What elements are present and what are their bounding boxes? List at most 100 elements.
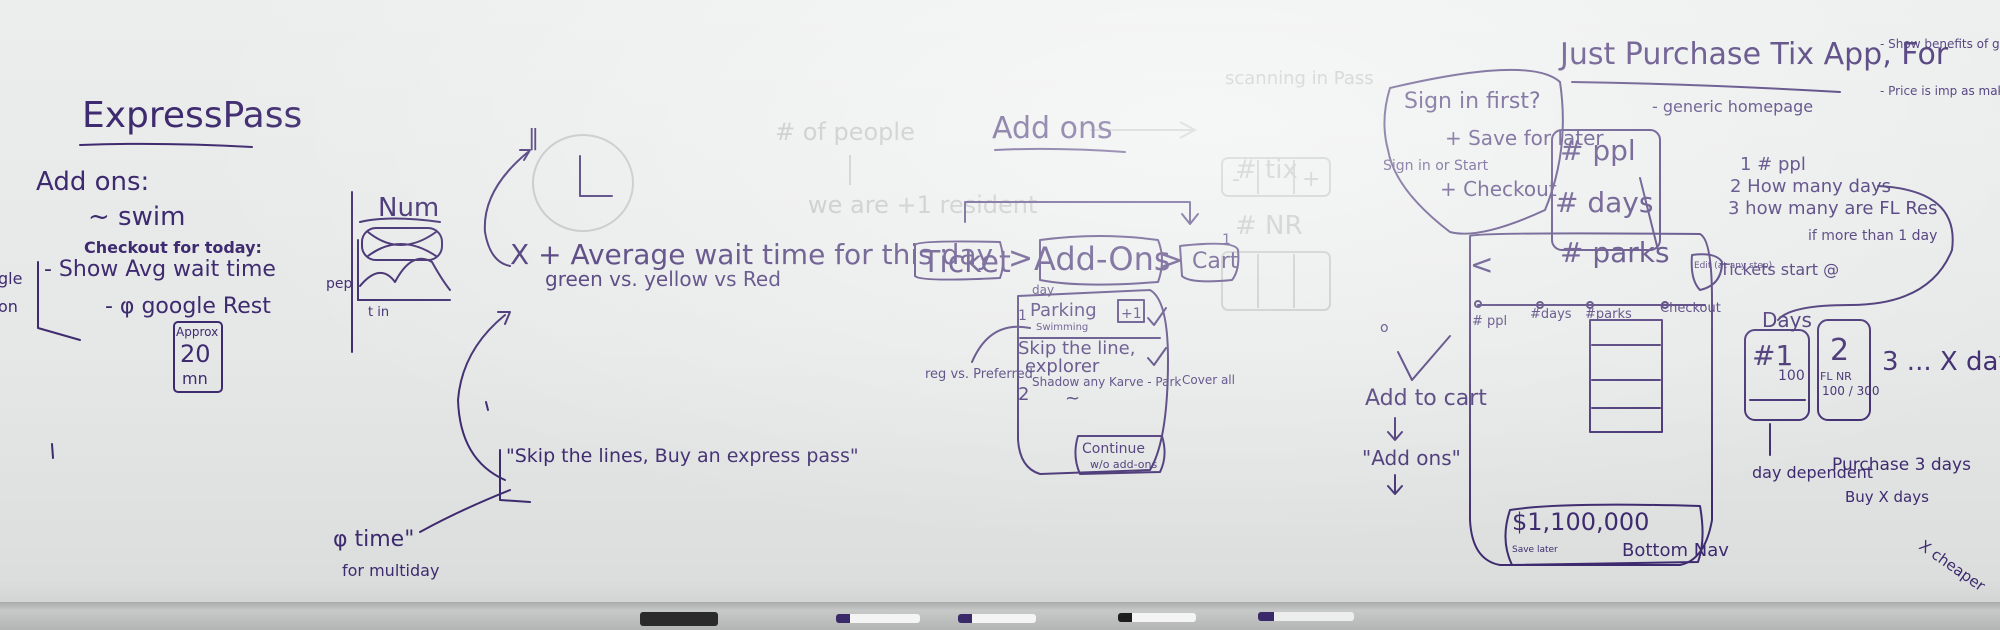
arrow-down <box>1387 474 1403 495</box>
addons-card <box>1017 289 1169 475</box>
arrow-glyph: > <box>1158 243 1183 278</box>
swim-item: ~ swim <box>88 202 185 232</box>
no-addons-label: w/o add-ons <box>1090 458 1158 471</box>
cart-step: Cart <box>1192 249 1239 274</box>
step-dot <box>1586 301 1594 309</box>
title-underline <box>79 142 253 148</box>
faint-tix-stepper <box>1221 157 1331 197</box>
google-rest-note: - φ google Rest <box>105 294 271 319</box>
pointer-arrow <box>971 325 1031 363</box>
card-arrow <box>1639 177 1659 251</box>
marker-pen <box>1118 613 1196 622</box>
edit-bubble <box>1690 253 1723 291</box>
bottom-nav-box <box>1504 503 1704 566</box>
step-dot <box>1474 300 1482 308</box>
step-dot <box>1536 301 1544 309</box>
pointer-stroke <box>1397 335 1451 381</box>
edge-text-bottom: on <box>0 297 18 316</box>
purchase-title: Just Purchase Tix App, For <box>1558 37 1949 72</box>
faint-marks: scanning in Pass we are +1 resident - + … <box>532 68 1374 311</box>
add-to-cart-note: Add to cart <box>1365 386 1487 411</box>
edit-note: Edit (at any step) <box>1694 261 1772 271</box>
swimming-option: Swimming <box>1036 322 1088 333</box>
arrow-glyph: > <box>1008 241 1033 276</box>
arrow-down <box>1387 417 1403 441</box>
step-label: #parks <box>1585 307 1632 322</box>
eraser <box>640 612 718 626</box>
day-dependent-note: day dependent <box>1752 463 1873 482</box>
multiday-note: for multiday <box>342 561 439 580</box>
express-pass-title: ExpressPass <box>82 95 302 136</box>
curved-arrow <box>483 151 529 267</box>
addons-step: Add-Ons <box>1034 240 1171 278</box>
checkout-today-note: Checkout for today: <box>84 238 262 257</box>
option-number: 2 <box>1018 384 1029 405</box>
signin-bubble <box>1383 68 1564 235</box>
faint-resident-note: we are +1 resident <box>808 191 1037 219</box>
back-arrow: < <box>1470 248 1493 281</box>
addons-label: Add ons: <box>36 167 149 197</box>
ink-marks: ExpressPass Add ons: ~ swim Checkout for… <box>0 37 2000 595</box>
show-wait-time-note: - Show Avg wait time <box>44 257 276 282</box>
graph-scribble <box>359 217 441 223</box>
explorer-option: explorer <box>1025 356 1100 377</box>
edge-text-top: gle <box>0 269 22 288</box>
graph-pep-label: pep <box>326 276 353 292</box>
parking-option: Parking <box>1030 300 1097 321</box>
fl-nr-label: FL NR <box>1820 370 1852 383</box>
day-label: day <box>1032 283 1054 297</box>
marker-pen <box>836 614 920 623</box>
ticket-box <box>914 240 1004 281</box>
ticket-step: Ticket <box>921 245 1011 280</box>
flow-connector <box>964 201 1191 223</box>
days-label: # days <box>1555 186 1653 219</box>
wait-minutes-unit: mn <box>182 369 208 388</box>
graph-pill-shape <box>361 227 443 261</box>
tick-marks: ‖ <box>528 126 539 151</box>
phone-inner-panel <box>1589 319 1663 433</box>
circle-glyph: o <box>1380 320 1389 336</box>
day-one-card <box>1744 329 1810 421</box>
bottom-small-note: Save later <box>1512 545 1558 555</box>
graph-time-label: t in <box>368 305 389 320</box>
title-underline <box>1571 81 1841 93</box>
stray-mark <box>485 401 489 411</box>
addons-quote-note: "Add ons" <box>1362 446 1461 470</box>
step-label: # ppl <box>1472 314 1507 329</box>
check-mark <box>1147 347 1167 366</box>
faint-minus: - <box>1232 167 1240 192</box>
option-number: 1 <box>1018 308 1027 324</box>
right-notes: Just Purchase Tix App, For - generic hom… <box>1558 37 2000 595</box>
signin-area: Sign in first? Sign in or Start + Save f… <box>1362 68 1604 495</box>
curved-arrow-lower <box>457 314 506 481</box>
faint-scanning-note: scanning in Pass <box>1225 68 1374 89</box>
wait-color-note: green vs. yellow vs Red <box>545 267 781 291</box>
graph-curve <box>359 257 451 291</box>
cart-badge: 1 <box>1222 232 1231 248</box>
arrow-head <box>497 311 511 325</box>
buy-x-note: Buy X days <box>1845 488 1929 506</box>
addons-box <box>1039 235 1163 286</box>
signin-first-note: Sign in first? <box>1404 89 1541 114</box>
shadow-option: Shadow any Karve - Park <box>1032 375 1181 389</box>
plus-one-label: +1 <box>1121 306 1142 322</box>
clock-section: ‖ X + Average wait time for this day gre… <box>333 126 993 580</box>
approx-label: Approx <box>176 325 218 339</box>
checkout-note: + Checkout <box>1440 177 1557 201</box>
phone-wireframe: # ppl # days < # parks # ppl #days #park… <box>1469 129 1772 566</box>
continue-button <box>1074 435 1166 475</box>
question-res: 3 how many are FL Res <box>1728 198 1937 219</box>
day-two-card <box>1817 319 1871 421</box>
if-more-note: if more than 1 day <box>1808 228 1937 244</box>
plus-one-button <box>1117 299 1145 323</box>
parks-label: # parks <box>1560 236 1670 269</box>
step-label: Checkout <box>1660 301 1721 316</box>
generic-homepage-note: - generic homepage <box>1652 97 1813 116</box>
addons-flow: Add ons Ticket > Add-Ons > Cart 1 day Pa… <box>914 111 1240 475</box>
arrow-head <box>519 149 531 161</box>
quote-bracket <box>499 449 531 503</box>
tickets-start-note: Tickets start @ <box>1719 260 1839 279</box>
faint-plus: + <box>1302 167 1320 192</box>
check-mark <box>1147 307 1167 326</box>
